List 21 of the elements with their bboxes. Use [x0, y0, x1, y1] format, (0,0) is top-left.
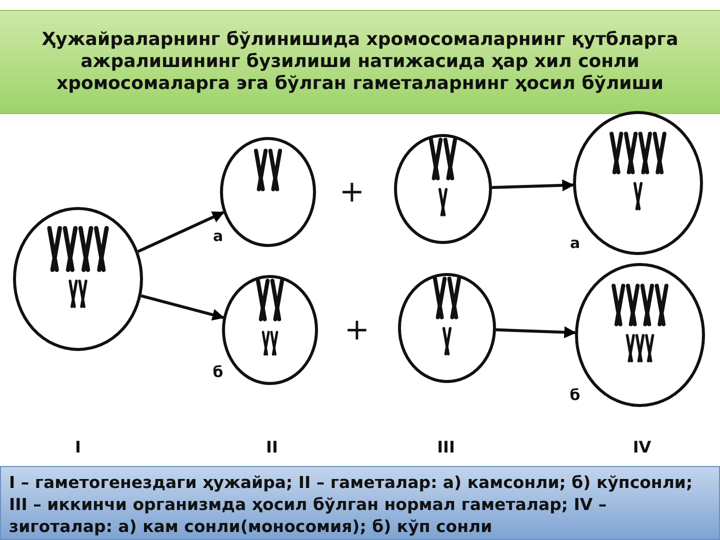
- cell-circle: [13, 207, 143, 351]
- title-banner: Ҳужайраларнинг бўлинишида хромосомаларнинг қутбларга ажралишининг бузилиши натижасида ҳар хил сонли хромосомаларга эга бўлган гаметаларнинг ҳосил бўлиши: [0, 10, 720, 114]
- cell-circle: [220, 137, 316, 247]
- roman-numeral: III: [437, 438, 455, 456]
- arrow: [137, 211, 225, 253]
- cell-circle: [222, 275, 318, 385]
- plus-sign: +: [344, 312, 370, 348]
- plus-sign: +: [339, 174, 365, 210]
- panel-letter: б: [570, 386, 580, 404]
- cell-circle: [398, 273, 496, 383]
- roman-numeral: II: [266, 438, 278, 456]
- cell-circle: [394, 134, 492, 244]
- roman-numeral: IV: [632, 438, 652, 456]
- caption-panel: I – гаметогенездаги ҳужайра; II – гаметалар: а) камсонли; б) кўпсонли; III – иккинчи организмда ҳосил бўлган нормал гаметалар; IV – зиготалар: а) кам сонли(моносомия); б) кўп сонли: [0, 466, 720, 540]
- panel-letter: б: [212, 363, 224, 381]
- panel-letter: а: [212, 227, 224, 245]
- arrow: [496, 326, 576, 338]
- arrow: [140, 294, 224, 321]
- panel-letter: а: [570, 234, 580, 252]
- roman-numeral: I: [75, 438, 81, 456]
- arrow: [492, 179, 574, 192]
